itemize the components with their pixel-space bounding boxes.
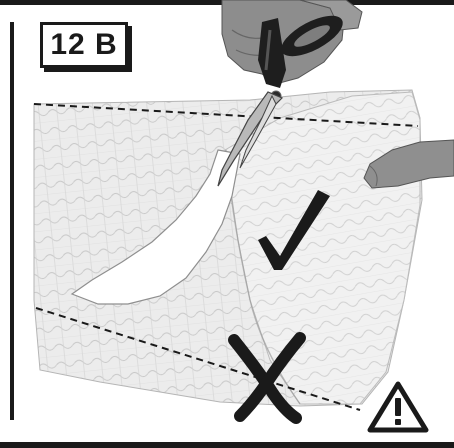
mat-material xyxy=(34,90,422,406)
step-label: 12 B xyxy=(40,22,128,68)
warning-triangle-icon xyxy=(366,380,430,434)
bottom-border xyxy=(0,442,454,448)
